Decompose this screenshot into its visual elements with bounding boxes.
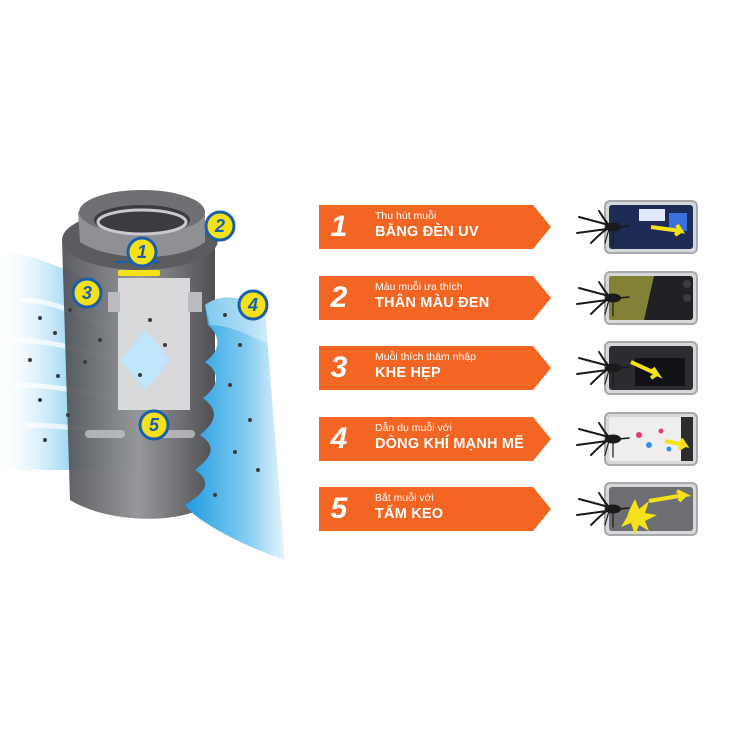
step-thumbnail-graphic (576, 341, 698, 395)
narrow-gap-icon (569, 340, 699, 396)
arrow-banner-shape (319, 487, 551, 531)
mosquito-swarm (28, 308, 260, 497)
step-number: 2 (330, 281, 348, 314)
mosquito-icon (576, 210, 630, 246)
step-thumbnail-graphic (576, 482, 698, 536)
step-subtitle: Muỗi thích thâm nhập (375, 351, 476, 363)
marker-3: 3 (71, 277, 103, 309)
device-illustration: 1 2 3 4 5 (0, 190, 285, 560)
arrow-banner-shape (319, 205, 551, 249)
marker-4: 4 (237, 289, 269, 321)
step-thumbnail-graphic (576, 200, 698, 254)
step-title: THÂN MÀU ĐEN (375, 295, 490, 311)
step-number: 3 (330, 351, 348, 384)
marker-5-label: 5 (149, 415, 160, 435)
right-airflow (185, 297, 285, 560)
uv-lamp-icon (569, 199, 699, 255)
step-title: DÒNG KHÍ MẠNH MẼ (375, 436, 524, 452)
arrow-banner-shape (319, 276, 551, 320)
glue-sheet-icon (569, 481, 699, 537)
mosquito-icon (576, 492, 630, 528)
step-thumbnail-graphic (576, 271, 698, 325)
black-body-icon (569, 270, 699, 326)
arrow-banner-shape (319, 417, 551, 461)
step-number: 1 (330, 210, 348, 243)
marker-3-label: 3 (82, 283, 92, 303)
step-thumbnail-graphic (576, 412, 698, 466)
step-subtitle: Màu muỗi ưa thích (375, 281, 463, 293)
mosquito-icon (576, 351, 630, 387)
marker-2-label: 2 (214, 216, 225, 236)
device-body (62, 190, 218, 519)
step-title: KHE HẸP (375, 365, 441, 381)
step-title: BẰNG ĐÈN UV (375, 224, 479, 240)
mosquito-icon (576, 422, 630, 458)
step-title: TẤM KEO (375, 506, 444, 522)
step-number: 4 (330, 422, 348, 455)
mosquito-icon (576, 281, 630, 317)
marker-4-label: 4 (247, 295, 258, 315)
step-subtitle: Dẫn dụ muỗi với (375, 422, 452, 434)
arrow-banner-shape (319, 346, 551, 390)
step-subtitle: Bắt muỗi với (375, 492, 434, 504)
marker-1: 1 (126, 236, 158, 268)
marker-5: 5 (138, 409, 170, 441)
marker-1-label: 1 (137, 242, 147, 262)
step-number: 5 (330, 492, 348, 525)
step-subtitle: Thu hút muỗi (375, 210, 437, 222)
marker-2: 2 (204, 210, 236, 242)
airflow-icon (569, 411, 699, 467)
